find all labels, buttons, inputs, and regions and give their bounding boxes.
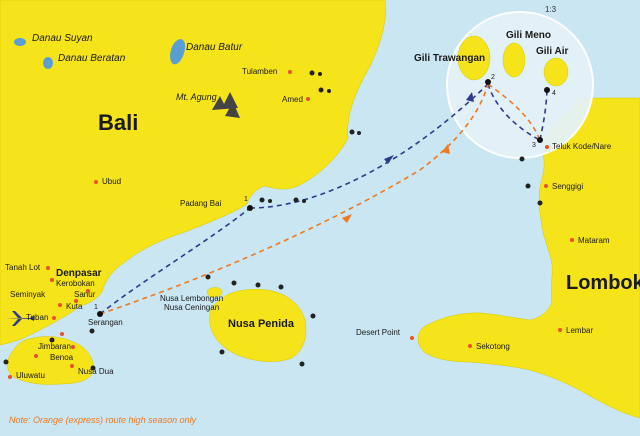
place-padang-bai: Padang Bai [180,199,222,208]
place-senggigi: Senggigi [552,182,584,191]
gili-air-island [543,57,569,87]
route-arrow-orange-1 [342,214,352,223]
place-tanah-lot: Tanah Lot [5,263,41,272]
place-ubud: Ubud [102,177,122,186]
airport-icon [6,311,34,326]
route-arrow-orange-2 [442,144,450,154]
lake-batur [170,39,186,65]
place-jimbaran: Jimbaran [38,342,71,351]
place-nusa-lembongan: Nusa Lembongan [160,294,224,303]
place-uluwatu: Uluwatu [16,371,45,380]
route-arrow-blue-2 [466,92,474,102]
place-sekotong: Sekotong [476,342,510,351]
stop-label-gili-air: 4 [552,90,556,97]
stop-label-serangan: 1 [94,304,98,311]
place-nusa-dua: Nusa Dua [78,367,114,376]
mt-agung-label: Mt. Agung [176,92,217,102]
route-note: Note: Orange (express) route high season… [9,415,197,425]
region-bali-label: Bali [98,110,139,135]
place-kerobokan: Kerobokan [56,279,95,288]
dive-site-icon [3,70,543,371]
gili-meno-island [502,42,526,78]
gili-trawangan-island [457,35,491,81]
lake-beratan-label: Danau Beratan [58,53,126,64]
bali-landmass [0,0,386,346]
place-mataram: Mataram [578,236,610,245]
nusa-penida-island [209,289,307,362]
stop-label-padang-bai: 1 [244,196,248,203]
place-denpasar: Denpasar [56,268,102,279]
region-nusa-penida-label: Nusa Penida [228,318,295,330]
place-seminyak: Seminyak [10,290,46,299]
route-arrow-blue-1 [384,155,394,164]
stop-serangan [97,311,103,317]
place-desert-point: Desert Point [356,328,401,337]
place-tulamben: Tulamben [242,67,278,76]
gili-air-label: Gili Air [536,46,569,57]
lake-batur-label: Danau Batur [186,42,243,53]
stop-teluk-kode [537,137,543,143]
gili-meno-label: Gili Meno [506,30,551,41]
gili-trawangan-label: Gili Trawangan [414,53,486,64]
mountain-icon [212,92,240,118]
lombok-landmass [417,97,640,419]
place-kuta: Kuta [66,302,83,311]
place-serangan: Serangan [88,318,123,327]
inset-scale: 1:3 [545,5,557,14]
stop-label-gili-trawangan: 2 [491,74,495,81]
place-sanur: Sanur [74,290,96,299]
town-dots [8,70,574,379]
nusa-lembongan-island [206,287,223,298]
lake-suyan-label: Danau Suyan [32,33,93,44]
lake-beratan [43,57,53,69]
stop-label-teluk-kode: 3 [532,142,536,149]
place-amed: Amed [282,95,303,104]
blue-route [99,83,548,315]
place-lembar: Lembar [566,326,594,335]
stop-gili-trawangan [485,79,491,85]
stop-padang-bai [247,205,253,211]
region-lombok-label: Lombok [566,272,640,294]
place-nusa-ceningan: Nusa Ceningan [164,303,220,312]
lake-suyan [14,38,26,46]
place-tuban: Tuban [26,313,49,322]
stop-gili-air [544,87,550,93]
place-benoa: Benoa [50,353,74,362]
orange-route [99,83,541,315]
place-teluk-kode: Teluk Kode/Nare [552,142,612,151]
